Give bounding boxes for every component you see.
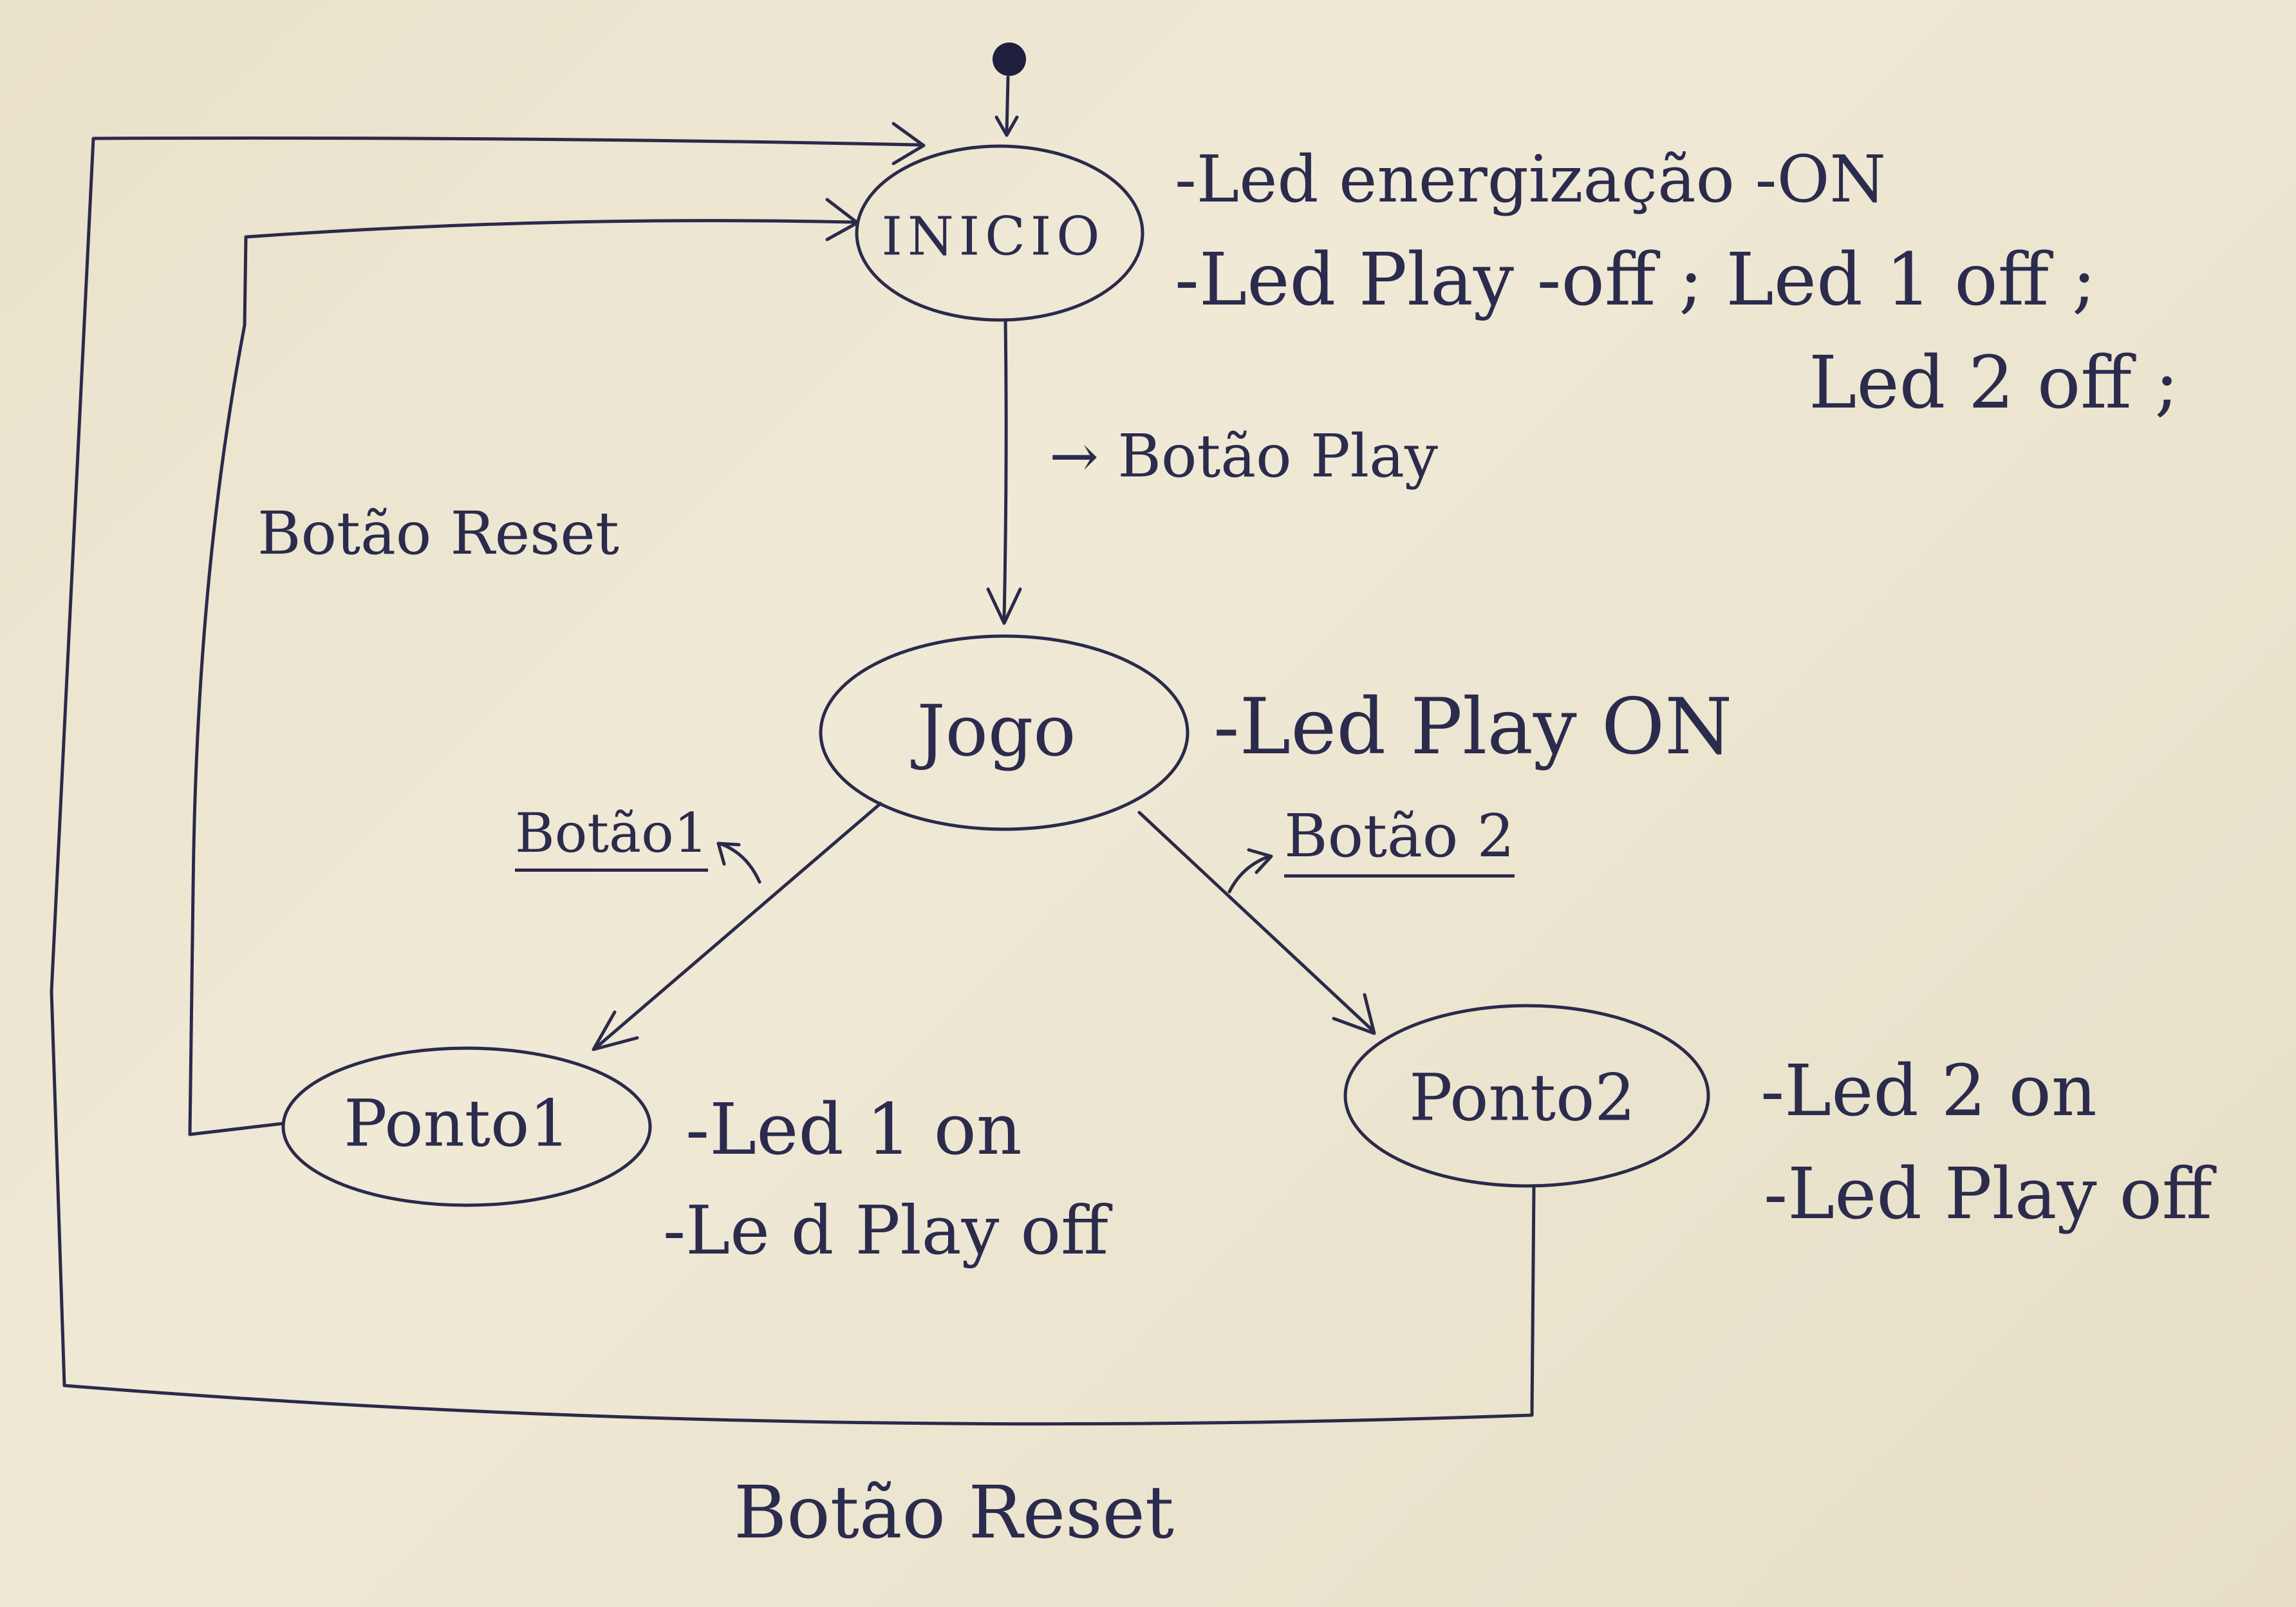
edge-jogo-ponto1-line: [593, 802, 882, 1050]
edge-jogo-ponto1-head: [592, 1010, 639, 1051]
node-jogo-shape: [819, 634, 1190, 831]
edge-ponto2-inicio-head: [891, 122, 926, 165]
node-ponto2-shape: [1343, 1004, 1710, 1188]
label-hook-botao2-head: [1247, 848, 1273, 874]
edge-inicio-jogo-head: [986, 587, 1022, 625]
label-hook-botao1-head: [716, 841, 741, 866]
node-inicio-label: INICIO: [881, 206, 1105, 268]
note-ponto2-line-2: -Led Play off: [1764, 1152, 2212, 1235]
edge-label-botao-play: → Botão Play: [1049, 422, 1438, 491]
note-ponto1-line-2: -Le d Play off: [663, 1191, 1108, 1270]
initial-arrow-head: [994, 115, 1019, 137]
node-jogo-label: Jogo: [917, 690, 1076, 772]
node-inicio-shape: [855, 144, 1144, 322]
edge-label-botao-reset-left: Botão Reset: [257, 499, 619, 568]
note-jogo-line-1: -Led Play ON: [1213, 682, 1733, 772]
edge-ponto1-inicio-line: [188, 219, 855, 1136]
label-hook-botao1: [718, 841, 761, 884]
initial-state-dot: [993, 42, 1026, 76]
note-ponto2-line-1: -Led 2 on: [1760, 1049, 2097, 1132]
note-ponto1-line-1: -Led 1 on: [686, 1088, 1022, 1170]
initial-arrow: [1005, 75, 1010, 134]
edge-jogo-ponto2-line: [1137, 811, 1374, 1032]
edge-inicio-jogo-line: [1002, 318, 1008, 620]
edge-ponto2-inicio-line: [50, 136, 1536, 1426]
note-inicio-line-3: Led 2 off ;: [1809, 341, 2179, 425]
edge-ponto1-inicio-head: [825, 198, 859, 241]
note-inicio-line-1: -Led energização -ON: [1175, 142, 1886, 217]
label-hook-botao2: [1227, 854, 1271, 894]
node-ponto2-label: Ponto2: [1409, 1060, 1636, 1136]
note-inicio-line-2: -Led Play -off ; Led 1 off ;: [1175, 238, 2096, 322]
node-ponto1-shape: [281, 1046, 652, 1207]
edge-label-botao2: Botão 2: [1284, 802, 1515, 878]
edge-label-botao-reset-bottom: Botão Reset: [734, 1471, 1174, 1555]
edge-jogo-ponto2-head: [1332, 993, 1376, 1035]
node-ponto1-label: Ponto1: [344, 1085, 570, 1161]
edge-label-botao1: Botão1: [515, 802, 709, 872]
